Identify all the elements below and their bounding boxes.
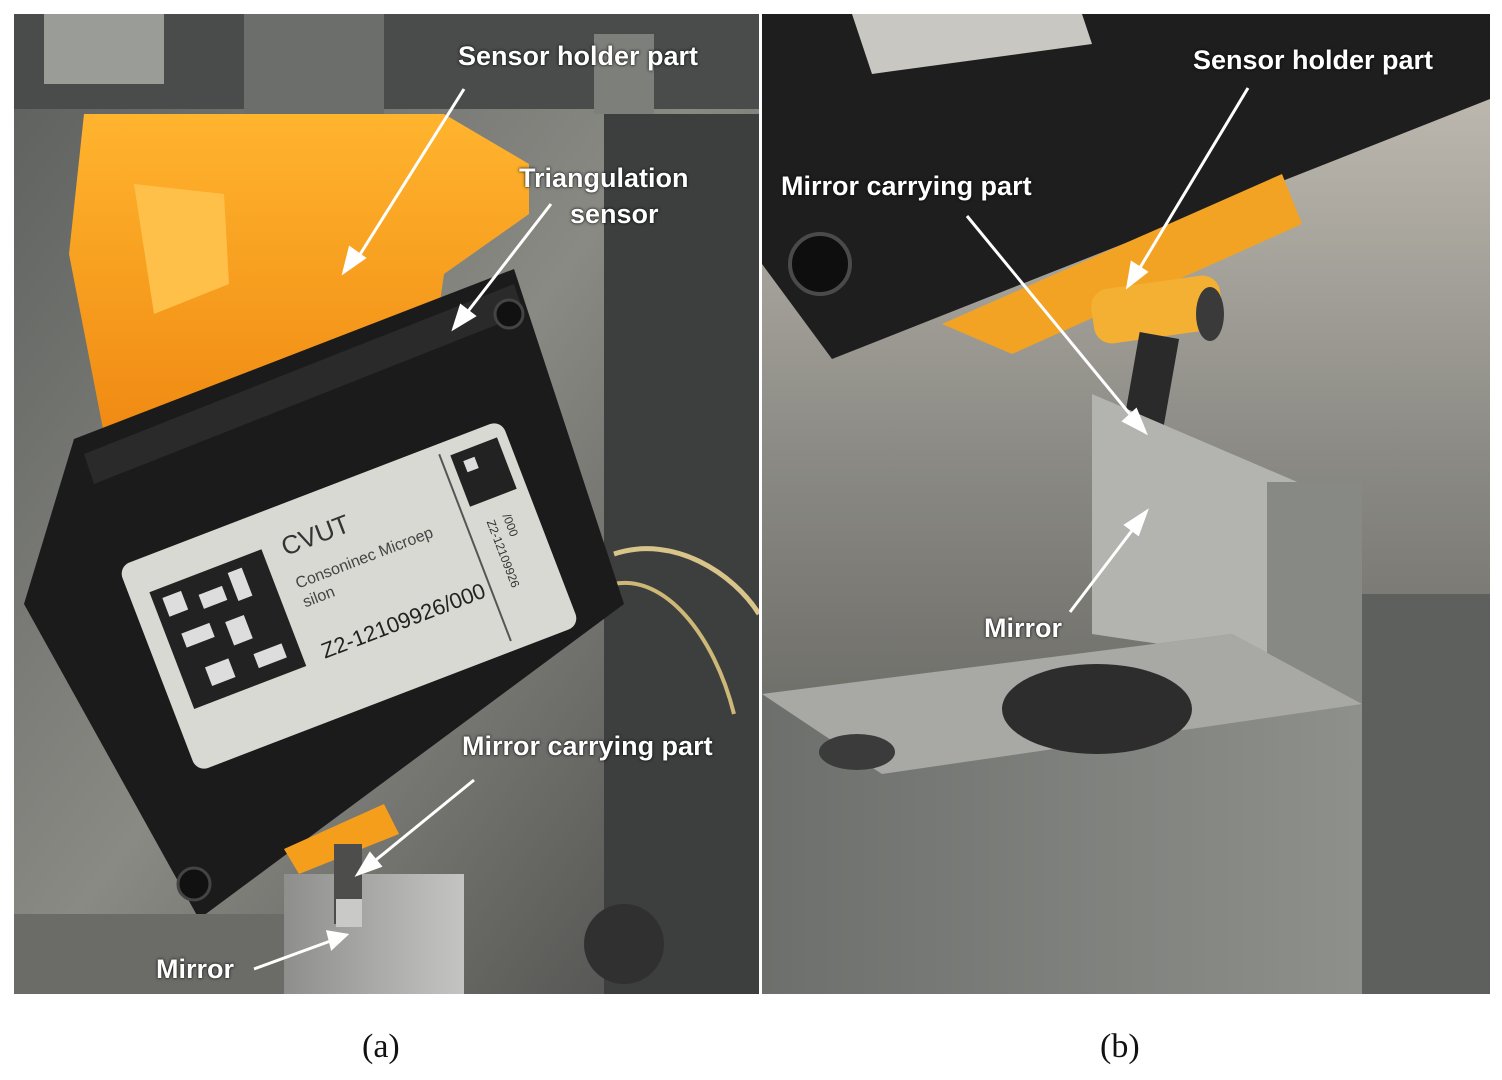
sensor-sticker [852, 14, 1092, 74]
holder-highlight [134, 184, 229, 314]
label-sensor-holder-part: Sensor holder part [458, 41, 699, 71]
screw [788, 232, 852, 296]
screw [493, 298, 525, 330]
sensor-holder-part [942, 174, 1302, 354]
caption-panel-a: (a) [362, 1028, 400, 1065]
label-mirror: Mirror [156, 954, 235, 984]
photo-panel-b: Sensor holder part Mirror carrying part … [762, 14, 1490, 994]
mirror-carrying-part [284, 804, 399, 874]
label-mirror-carrying-part: Mirror carrying part [781, 171, 1032, 201]
caption-panel-b: (b) [1100, 1028, 1140, 1065]
large-hole [1002, 664, 1192, 754]
annotation-arrows [965, 87, 1250, 613]
photo-panel-a: CVUT Consoninec Microep silon Z2-1210992… [14, 14, 759, 994]
sensor-edge [84, 284, 524, 484]
device-sticker: CVUT Consoninec Microep silon Z2-1210992… [121, 423, 577, 769]
machine-part [594, 34, 654, 114]
sensor-body [762, 14, 1490, 359]
spindle [244, 14, 384, 124]
holder-cylinder [1091, 275, 1223, 344]
machine-bed [1362, 594, 1490, 994]
label-mirror: Mirror [984, 613, 1063, 643]
label-mirror-carrying-part: Mirror carrying part [462, 731, 713, 761]
photo-b-scene [762, 14, 1490, 994]
machine-block [44, 14, 164, 84]
machine-bed [14, 914, 284, 994]
datamatrix-code [149, 549, 307, 709]
bolt-hole [584, 904, 664, 984]
small-datamatrix [450, 437, 517, 507]
label-sensor-holder-part: Sensor holder part [1193, 45, 1434, 75]
photo-a-scene: CVUT Consoninec Microep silon Z2-1210992… [14, 14, 759, 994]
cable [613, 546, 759, 616]
metal-block [284, 874, 464, 994]
label-triangulation: Triangulation [519, 163, 689, 193]
screw [176, 866, 212, 902]
annotation-arrows [253, 88, 553, 971]
label-sensor: sensor [570, 199, 659, 229]
small-hole [819, 734, 895, 770]
cable [613, 580, 736, 715]
holder-cap [1196, 287, 1224, 341]
mirror [336, 899, 362, 927]
